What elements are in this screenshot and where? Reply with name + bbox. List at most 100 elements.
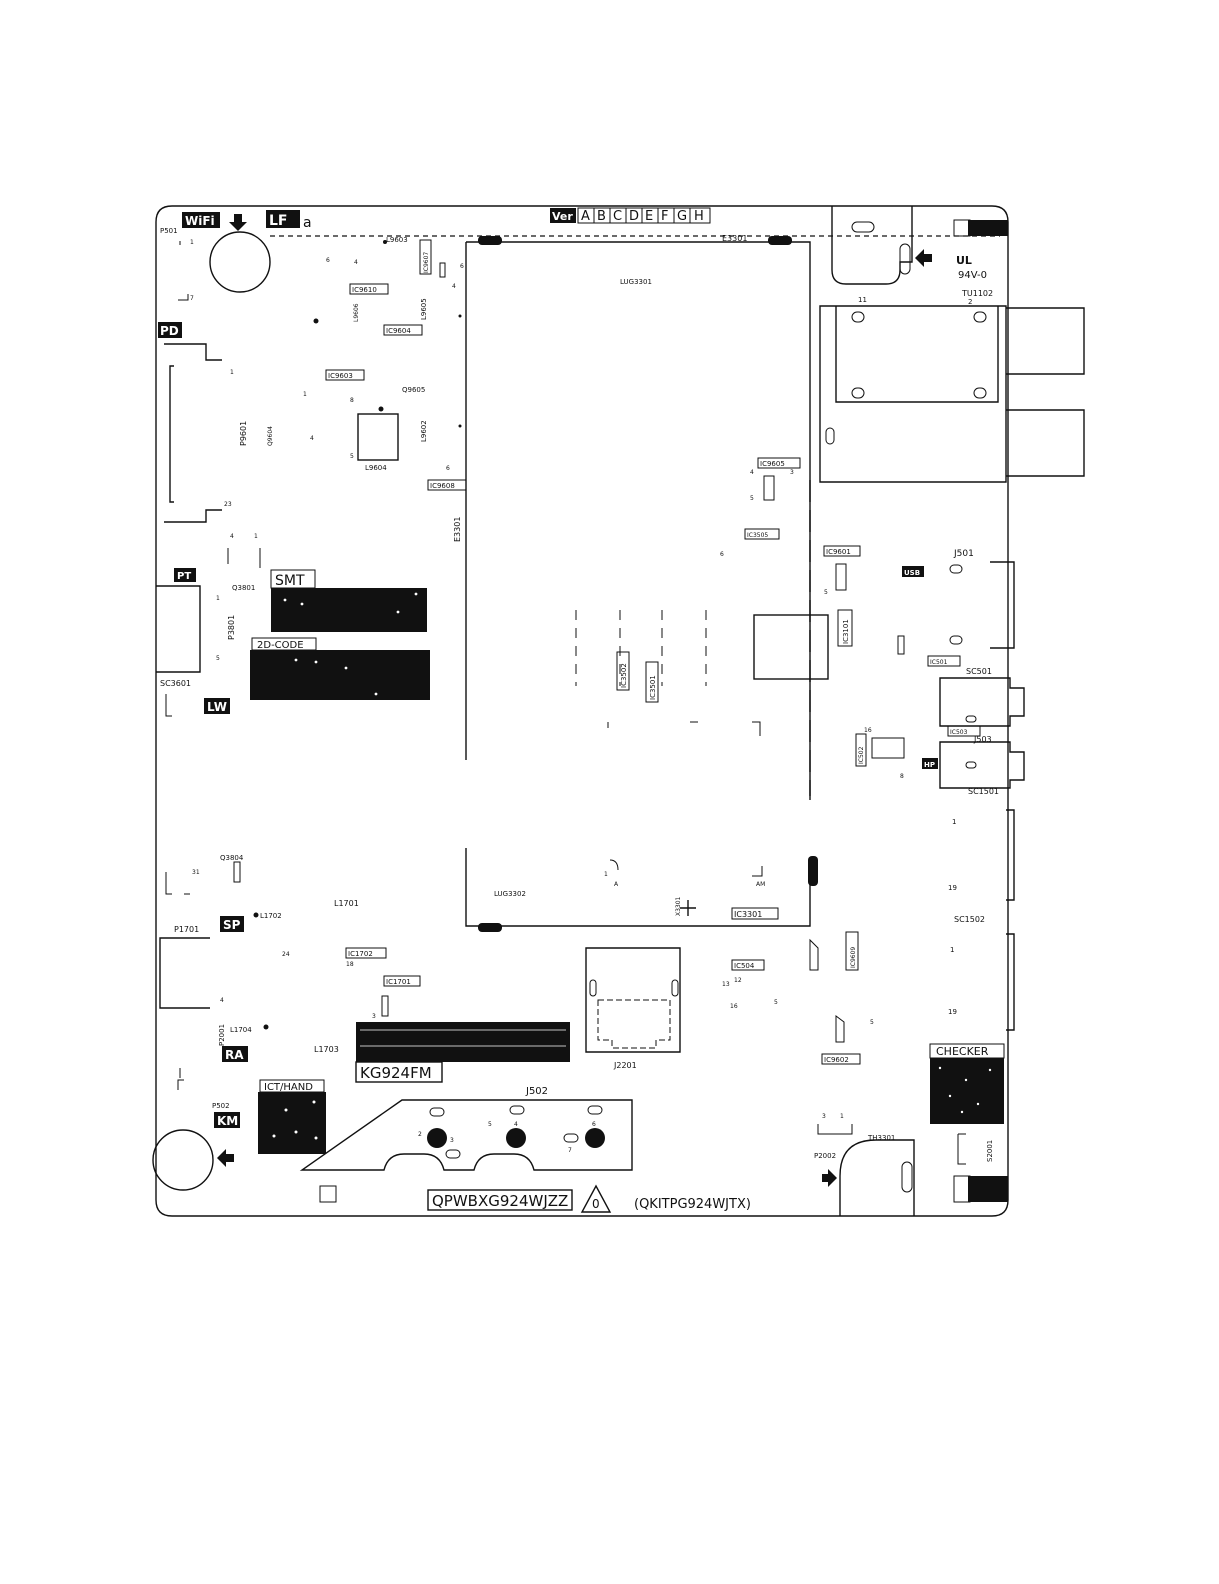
svg-text:19: 19 — [948, 884, 957, 892]
ic501-box — [927, 655, 961, 667]
label-ic3501: IC3501 — [649, 675, 657, 700]
right-arrow-icon — [822, 1169, 837, 1187]
svg-text:A: A — [581, 209, 590, 224]
svg-text:5: 5 — [488, 1121, 492, 1128]
svg-text:5: 5 — [216, 655, 220, 662]
svg-text:2: 2 — [968, 298, 972, 306]
ic9602-box — [821, 1053, 861, 1065]
crosshair-icon — [680, 900, 696, 916]
down-arrow-icon — [229, 214, 247, 231]
svg-text:5: 5 — [824, 589, 828, 596]
label-p2001: P2001 — [218, 1024, 226, 1046]
ict-label: ICT/HAND — [264, 1082, 313, 1093]
ic9604-box — [383, 324, 423, 336]
svg-text:1: 1 — [230, 369, 234, 376]
a-arc — [609, 859, 619, 871]
tuner-top-housing — [831, 206, 913, 285]
label-sc3601: SC3601 — [160, 679, 191, 688]
j503-jack — [939, 741, 1025, 789]
svg-text:F: F — [661, 209, 668, 224]
label-p2002: P2002 — [814, 1152, 836, 1160]
label-q3804: Q3804 — [220, 854, 244, 862]
usb-mark: USB — [904, 569, 920, 577]
pd-mark-bg — [158, 322, 182, 338]
p9601-connector — [164, 343, 222, 523]
label-p9601: P9601 — [239, 421, 248, 446]
label-ic502: IC502 — [858, 746, 865, 764]
mounting-hole-top — [209, 231, 271, 293]
svg-text:6: 6 — [720, 551, 724, 558]
label-ic9601: IC9601 — [826, 548, 851, 556]
ra-mark: RA — [225, 1048, 244, 1062]
svg-text:31: 31 — [192, 869, 200, 876]
label-ic9607: IC9607 — [423, 252, 430, 273]
ict-dots — [272, 1100, 318, 1140]
smt-label: SMT — [275, 573, 305, 589]
ic9601-box — [823, 545, 861, 557]
pt-mark: PT — [177, 571, 191, 582]
svg-text:7: 7 — [190, 295, 194, 302]
ic503-box — [947, 725, 981, 737]
version-label: Ver — [552, 210, 573, 223]
label-ic9603: IC9603 — [328, 372, 353, 380]
svg-text:13: 13 — [722, 981, 730, 988]
label-l9606: L9606 — [353, 303, 360, 322]
pt-mark-bg — [174, 568, 196, 582]
kg-label-box — [355, 1061, 443, 1083]
ic9607-box — [419, 239, 432, 275]
warning-triangle-icon — [580, 1184, 612, 1213]
code2d-label: 2D-CODE — [257, 640, 304, 651]
kg-label: KG924FM — [360, 1064, 432, 1082]
ic504-box — [731, 959, 765, 971]
sp-mark: SP — [223, 918, 241, 932]
label-ic501: IC501 — [930, 659, 948, 666]
inner-module — [753, 614, 829, 680]
svg-text:B: B — [597, 209, 606, 224]
usb-mark-bg — [902, 566, 924, 577]
smt-pad — [271, 588, 427, 632]
rev-mark: 0 — [592, 1197, 600, 1211]
svg-text:D: D — [629, 209, 639, 224]
label-lug3302: LUG3302 — [494, 890, 526, 898]
label-l1703: L1703 — [314, 1045, 339, 1054]
label-q9604: Q9604 — [267, 426, 274, 446]
label-j2201: J2201 — [613, 1061, 637, 1070]
svg-text:18: 18 — [346, 961, 354, 968]
label-ic503: IC503 — [950, 729, 968, 736]
label-j502: J502 — [525, 1086, 548, 1097]
square-mark — [319, 1185, 337, 1203]
label-s2001: S2001 — [986, 1140, 994, 1162]
label-l9603: L9603 — [386, 236, 408, 244]
svg-text:1: 1 — [604, 871, 608, 878]
label-ic3301: IC3301 — [734, 910, 762, 919]
j2201-connector — [585, 947, 681, 1053]
ic502-box — [855, 733, 867, 767]
label-ic9610: IC9610 — [352, 286, 377, 294]
label-ic9604: IC9604 — [386, 327, 411, 335]
code2d-pad — [250, 650, 430, 700]
ic3101-box — [837, 609, 853, 647]
label-p3801: P3801 — [227, 615, 236, 640]
label-q3801: Q3801 — [232, 584, 255, 592]
label-j501: J501 — [953, 549, 974, 559]
checker-pad — [930, 1058, 1004, 1124]
label-p501: P501 — [160, 227, 178, 235]
ic3501-box — [645, 661, 659, 703]
p501-corner — [178, 241, 189, 301]
label-l1702: L1702 — [260, 912, 282, 920]
hp-mark: HP — [924, 761, 935, 769]
label-ic1701: IC1701 — [386, 978, 411, 986]
svg-text:1: 1 — [303, 391, 307, 398]
svg-text:1: 1 — [840, 1113, 844, 1120]
svg-text:3: 3 — [822, 1113, 826, 1120]
svg-text:12: 12 — [734, 977, 742, 984]
ic3505-box — [744, 528, 780, 540]
j501-connector — [990, 561, 1015, 649]
label-x3301: X3301 — [675, 896, 682, 916]
ic1702-box — [345, 947, 387, 959]
checker-dots — [938, 1066, 992, 1114]
svg-text:H: H — [694, 209, 704, 224]
svg-text:1: 1 — [190, 239, 194, 246]
pcb-number: (QKITPG924WJTX) — [634, 1197, 751, 1212]
svg-text:7: 7 — [568, 1147, 572, 1154]
